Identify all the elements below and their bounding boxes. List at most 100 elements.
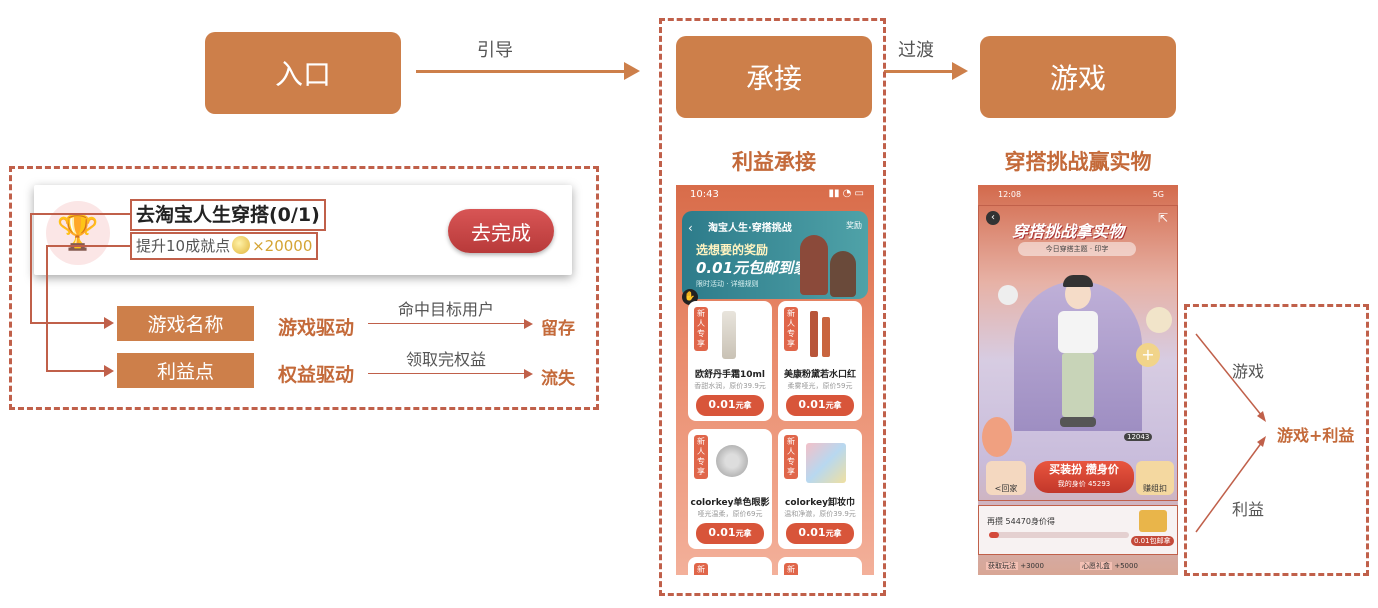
banner-header-title: 淘宝人生·穿搭挑战 <box>708 223 792 234</box>
row2-arrow-head <box>524 369 533 379</box>
retention-result: 留存 <box>541 319 575 339</box>
task-subtitle-prefix: 提升10成就点 <box>136 237 231 255</box>
coin-icon <box>232 236 251 254</box>
connector-title-top <box>30 213 130 215</box>
status-signal: 5G <box>1152 190 1164 199</box>
new-user-badge: 新人专享 <box>784 435 798 479</box>
back-icon[interactable]: ‹ <box>986 211 1000 225</box>
back-home-button[interactable]: <回家 <box>986 461 1026 495</box>
connector-title-vertical <box>30 213 32 323</box>
outcome-result: 游戏+利益 <box>1277 426 1355 445</box>
footer-left-label: 获取玩法 <box>986 562 1018 570</box>
peach-decor <box>982 417 1012 457</box>
product-buy-button[interactable]: 0.01元拿 <box>786 395 854 416</box>
guide-label: 引导 <box>477 40 513 61</box>
footer-left-value: +3000 <box>1020 562 1044 570</box>
product-buy-button[interactable]: 0.01元拿 <box>696 523 764 544</box>
product-desc: 柔雾哑光，原价59元 <box>787 382 853 390</box>
product-desc: 温和净澈，原价39.9元 <box>784 510 856 518</box>
product-name: 欧舒丹手霜10ml <box>695 370 765 380</box>
promo-banner: ‹ 淘宝人生·穿搭挑战 奖励 选想要的奖励 0.01元包邮到家 限时活动 · 详… <box>682 211 868 299</box>
right-circle-icon[interactable] <box>1146 307 1172 333</box>
buy-outfit-button[interactable]: 买装扮 攒身价 我的身价 45293 <box>1034 461 1134 493</box>
product-card[interactable]: 新人专享 colorkey卸妆巾 温和净澈，原价39.9元 0.01元拿 <box>778 429 862 549</box>
row1-arrow-head <box>524 319 533 329</box>
footer-left-tag[interactable]: 获取玩法 +3000 <box>986 561 1044 571</box>
claim-benefit: 领取完权益 <box>406 350 487 369</box>
transition-arrow-line <box>884 70 954 73</box>
lipstick-image <box>810 311 818 357</box>
avatar-cap <box>1063 275 1093 287</box>
task-card: 🏆 去淘宝人生穿搭(0/1) 提升10成就点×20000 去完成 <box>34 185 572 275</box>
small-value: 12043 <box>1124 433 1153 441</box>
new-user-badge: 新人专享 <box>784 307 798 351</box>
connector-sub-vertical <box>46 245 48 371</box>
connector-title-bottom <box>30 322 106 324</box>
product-buy-button[interactable]: 0.01元拿 <box>696 395 764 416</box>
avatar-shoes <box>1060 417 1096 427</box>
entry-breakdown-frame <box>9 166 599 410</box>
product-name: colorkey单色眼影 <box>690 498 770 508</box>
progress-tag: 0.01包邮拿 <box>1131 536 1174 546</box>
status-time: 10:43 <box>690 189 719 200</box>
benefit-arrow-head <box>1257 436 1266 447</box>
outcome-game-label: 游戏 <box>1232 362 1265 381</box>
product-name: 美康粉黛若水口红 <box>783 370 856 380</box>
earn-button[interactable]: 赚组扣 <box>1136 461 1174 495</box>
progress-text: 再攒 54470身价得 <box>987 517 1055 526</box>
avatar-figure-2 <box>830 251 856 297</box>
connector-sub-bottom <box>46 370 106 372</box>
banner-line1: 选想要的奖励 <box>696 243 769 257</box>
eyeshadow-image <box>716 445 748 477</box>
prize-box-icon <box>1139 510 1167 532</box>
trophy-icon: 🏆 <box>46 201 110 265</box>
outcome-benefit-label: 利益 <box>1232 500 1265 519</box>
product-name: colorkey卸妆巾 <box>785 498 855 508</box>
banner-sub: 限时活动 · 详细规则 <box>696 280 759 288</box>
go-complete-button[interactable]: 去完成 <box>448 209 554 253</box>
game-highlight-box <box>978 205 1178 501</box>
price-unit: 元拿 <box>825 401 842 410</box>
guide-arrow-head <box>624 62 640 80</box>
earn-label: 赚组扣 <box>1143 484 1167 493</box>
task-subtitle: 提升10成就点×20000 <box>130 232 319 260</box>
product-card[interactable]: 新人专享 美康粉黛若水口红 柔雾哑光，原价59元 0.01元拿 <box>778 301 862 421</box>
receive-frame <box>659 18 886 596</box>
banner-header-right[interactable]: 奖励 <box>846 221 862 230</box>
transition-label: 过渡 <box>898 40 934 61</box>
row2-arrow-line <box>368 373 526 374</box>
benefit-receive-title: 利益承接 <box>732 150 816 174</box>
product-buy-button[interactable]: 0.01元拿 <box>786 523 854 544</box>
footer-right-value: +5000 <box>1114 562 1138 570</box>
new-user-badge: 新人专享 <box>694 307 708 351</box>
price-unit: 元拿 <box>735 401 752 410</box>
benefit-driver: 权益驱动 <box>278 364 355 386</box>
price: 0.01 <box>708 398 736 411</box>
left-circle-icon[interactable] <box>998 285 1018 305</box>
product-card-partial: 新人专享 <box>688 557 772 575</box>
plus-icon[interactable]: + <box>1136 343 1160 367</box>
task-title: 去淘宝人生穿搭(0/1) <box>130 199 326 231</box>
price-unit: 元拿 <box>735 529 752 538</box>
product-desc: 哑光温柔，原价69元 <box>697 510 763 518</box>
game-name-label: 游戏名称 <box>117 306 254 341</box>
footer-right-tag[interactable]: 心愿礼盒 +5000 <box>1080 561 1138 571</box>
share-icon[interactable]: ⇱ <box>1157 211 1168 225</box>
benefit-point-label: 利益点 <box>117 353 254 388</box>
product-card-partial: 新人专享 <box>778 557 862 575</box>
theme-label: 今日穿搭主题 <box>1045 245 1088 253</box>
theme-pill[interactable]: 今日穿搭主题 · 印字 <box>1018 242 1136 256</box>
progress-fill <box>989 532 999 538</box>
connector-title-arrow <box>104 317 114 329</box>
avatar-shirt <box>1058 311 1098 353</box>
back-icon[interactable]: ‹ <box>688 221 693 235</box>
connector-sub-arrow <box>104 365 114 377</box>
lipstick-image <box>822 317 830 357</box>
product-card[interactable]: 新人专享 colorkey单色眼影 哑光温柔，原价69元 0.01元拿 <box>688 429 772 549</box>
product-card[interactable]: 新人专享 欧舒丹手霜10ml 香甜水润，原价39.9元 0.01元拿 <box>688 301 772 421</box>
game-arrow-head <box>1257 411 1266 422</box>
entry-stage: 入口 <box>205 32 401 114</box>
theme-value: 印字 <box>1094 245 1109 253</box>
footer-right-label: 心愿礼盒 <box>1080 562 1112 570</box>
receive-stage: 承接 <box>676 36 872 118</box>
